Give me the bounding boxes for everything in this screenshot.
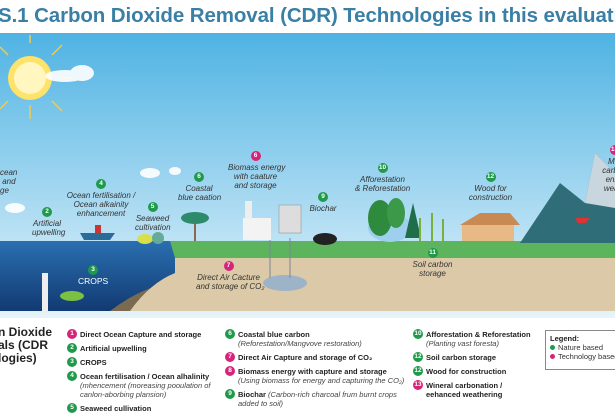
key-item-label: Ocean fertilisation / Ocean alhalinity — [80, 372, 209, 381]
label-text: Ocean fertilisation / Ocean alkainity en… — [66, 191, 136, 218]
label-direct-ocean-capture: cean and ge — [0, 168, 17, 195]
label-text: Seaweed cultivation — [135, 214, 170, 232]
key-item-label: Afforestation & Reforestation — [426, 330, 531, 339]
forest — [368, 198, 421, 242]
nature-dot-icon — [550, 345, 555, 350]
key-item-label: Biochar — [238, 390, 266, 399]
legend-nature-label: Nature based — [558, 343, 603, 352]
key-item-label: Wood for construction — [426, 367, 506, 376]
badge-7: 7 — [224, 261, 234, 271]
key-title: n Dioxide als (CDR logies) — [0, 326, 52, 365]
badge-12: 12 — [413, 366, 423, 376]
legend-technology-label: Technology based — [558, 352, 615, 361]
label-text: CROPS — [78, 277, 108, 286]
badge-13: 13 — [413, 380, 423, 390]
badge-8: 8 — [225, 366, 235, 376]
key-item-label: Coastal blue carbon — [238, 330, 310, 339]
label-text: Biomass energy with caature and storage — [228, 163, 283, 190]
label-text: Soil carbon storage — [410, 260, 455, 278]
label-text: Min carbon enha weath — [592, 157, 615, 193]
badge-9: 9 — [225, 389, 235, 399]
badge-8: 6 — [251, 151, 261, 161]
key-item-label: Artificial upwelling — [80, 344, 147, 353]
legend: Legend: Nature based Technology based — [545, 330, 615, 370]
crops-seaweed — [60, 291, 84, 301]
badge-5: 5 — [67, 403, 77, 413]
label-text: Artificial upwelling — [32, 219, 62, 237]
label-text: Direct Air Cacture and storage of CO₂ — [196, 273, 261, 291]
badge-13: 13 — [610, 145, 615, 155]
key-item-label: Biomass energy with capture and storage — [238, 367, 387, 376]
grass — [170, 241, 615, 258]
badge-3: 3 — [67, 357, 77, 367]
badge-10: 10 — [378, 163, 388, 173]
badge-6: 6 — [194, 172, 204, 182]
technology-dot-icon — [550, 354, 555, 359]
page-title: S.1 Carbon Dioxide Removal (CDR) Technol… — [0, 4, 615, 28]
badge-4: 4 — [67, 371, 77, 381]
key-item-label: CROPS — [80, 358, 107, 367]
legend-technology: Technology based — [550, 352, 615, 361]
badge-12: 12 — [486, 172, 496, 182]
biochar-pile — [313, 233, 337, 245]
legend-title: Legend: — [550, 334, 615, 343]
label-text: Afforestation & Reforestation — [355, 175, 410, 193]
upwelling-pipe — [42, 273, 48, 313]
badge-11: 11 — [428, 248, 438, 258]
badge-12: 12 — [413, 352, 423, 362]
label-mineral-carbonation: 13Min carbon enha weath — [592, 145, 615, 193]
badge-2: 2 — [42, 207, 52, 217]
key-item-label: Direct Air Capture and storage of CO₂ — [238, 353, 372, 362]
legend-nature: Nature based — [550, 343, 615, 352]
label-text: Wood for construction — [468, 184, 513, 202]
badge-5: 5 — [148, 202, 158, 212]
badge-2: 2 — [67, 343, 77, 353]
key-item-label: Direct Ocean Capture and storage — [80, 330, 201, 339]
key-item-label: Seaweed cullivation — [80, 404, 151, 413]
key-item-detail: (Planting vast foresta) — [426, 339, 531, 348]
key-item-label: Wineral carbonation / eehanced weatherin… — [426, 381, 502, 399]
key-item-detail: (mhencement (moreasing pooulation of can… — [80, 381, 211, 399]
badge-10: 10 — [413, 329, 423, 339]
badge-9: 9 — [318, 192, 328, 202]
badge-4: 4 — [96, 179, 106, 189]
label-text: Biochar — [308, 204, 338, 213]
badge-1: 1 — [67, 329, 77, 339]
badge-7: 7 — [225, 352, 235, 362]
key-item-label: Soil carbon storage — [426, 353, 496, 362]
key-item-detail: (Reforestation/Mangvove restoration) — [238, 339, 404, 348]
badge-6: 6 — [225, 329, 235, 339]
label-text: Coastal blue caation — [178, 184, 220, 202]
badge-3: 3 — [88, 265, 98, 275]
key-item-detail: (Using biomass for energy and capturing … — [238, 376, 404, 385]
